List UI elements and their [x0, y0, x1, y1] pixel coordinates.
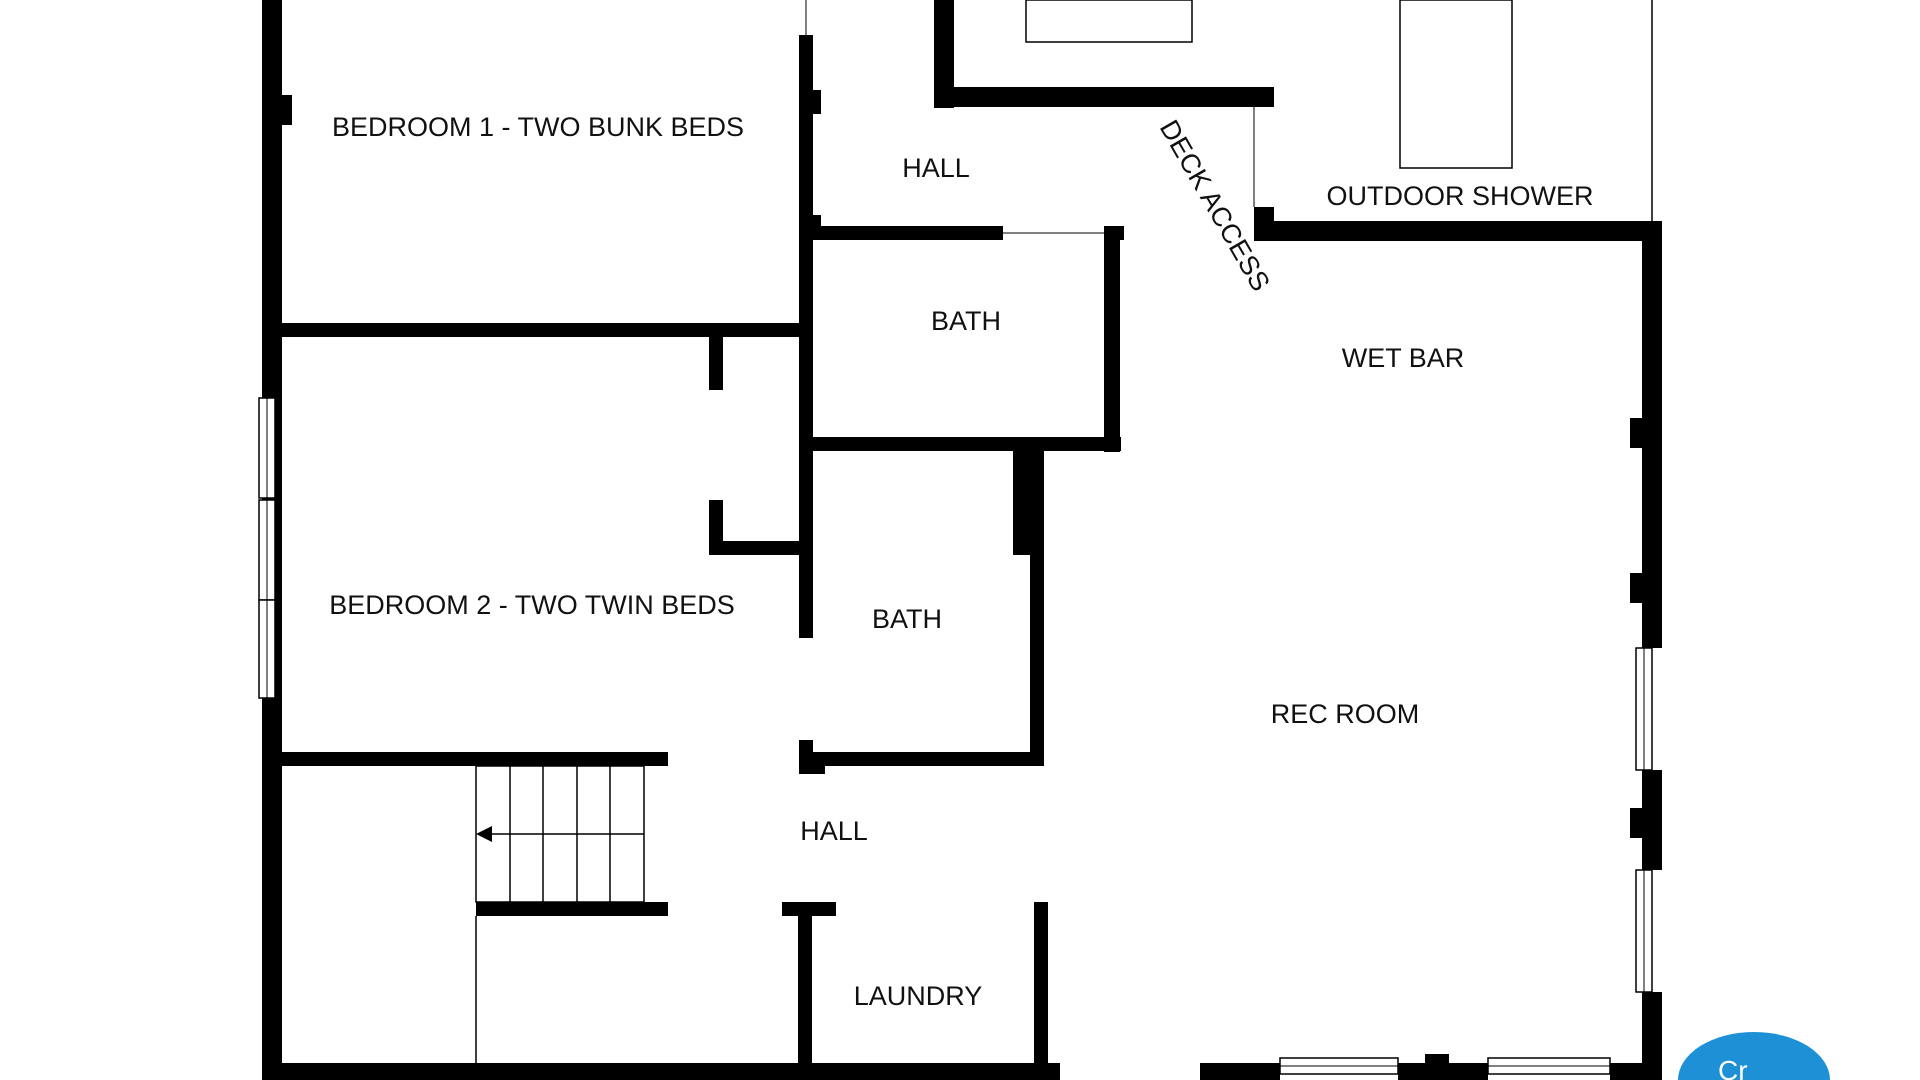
wall-closet-base — [709, 541, 809, 555]
wall-lower-bath-bottom — [810, 752, 1044, 766]
brand-badge-circle[interactable] — [1678, 1032, 1830, 1080]
brand-badge-text: Cr — [1718, 1055, 1748, 1080]
wall-laundry-right — [1034, 902, 1048, 1080]
label-wet-bar: WET BAR — [1342, 343, 1465, 373]
wall-laundry-left — [798, 902, 812, 1080]
wall-bottom-exterior-right — [1398, 1063, 1488, 1080]
room-labels: BEDROOM 1 - TWO BUNK BEDS HALL DECK ACCE… — [329, 112, 1593, 1011]
label-hall-lower: HALL — [800, 816, 868, 846]
wall-right-jamb-1 — [1630, 418, 1646, 448]
wall-lower-bath-right — [1030, 450, 1044, 766]
wall-central-top — [799, 35, 813, 638]
wall-left-jamb — [276, 95, 292, 125]
label-bath-upper: BATH — [931, 306, 1001, 336]
stair-arrow-head — [476, 826, 492, 842]
wall-upper-horizontal — [934, 87, 1274, 107]
wall-upper-vertical — [934, 0, 954, 108]
label-bedroom-1: BEDROOM 1 - TWO BUNK BEDS — [332, 112, 744, 142]
label-bath-lower: BATH — [872, 604, 942, 634]
label-hall-upper: HALL — [902, 153, 970, 183]
label-bedroom-2: BEDROOM 2 - TWO TWIN BEDS — [329, 590, 735, 620]
wall-bedroom2-bottom — [280, 752, 668, 766]
wall-bottom-exterior-left — [262, 1063, 1060, 1080]
wall-right-exterior-mid — [1642, 770, 1662, 870]
stairs — [475, 765, 645, 903]
wall-laundry-right-cap — [1034, 902, 1044, 912]
wall-right-exterior-low — [1642, 992, 1662, 1080]
wall-right-jamb-2 — [1630, 573, 1646, 603]
brand-badge[interactable]: Cr — [1678, 1032, 1830, 1080]
fixtures — [1025, 0, 1513, 169]
wall-stairs-bottom — [476, 902, 668, 916]
shower-fixture — [1399, 0, 1513, 169]
counter-fixture — [1025, 0, 1193, 43]
wall-shower-bottom — [1254, 221, 1662, 241]
thin-lines — [475, 0, 1653, 1064]
wall-bath-bottom — [799, 437, 1121, 451]
windows — [258, 397, 1653, 1075]
wall-central-bottom — [799, 740, 813, 768]
walls — [262, 0, 1662, 1080]
wall-closet-top — [709, 335, 723, 390]
wall-right-jamb-3 — [1630, 808, 1646, 838]
wall-bedroom-divider — [280, 323, 803, 337]
label-laundry: LAUNDRY — [854, 981, 983, 1011]
wall-central-jamb-top — [809, 90, 821, 114]
wall-right-exterior-top — [1642, 224, 1662, 648]
wall-hall-bath-left — [799, 226, 1003, 240]
wall-bath-right — [1104, 226, 1120, 452]
wall-shower-jamb — [1254, 207, 1274, 241]
label-deck-access: DECK ACCESS — [1154, 115, 1276, 296]
wall-bottom-post — [1425, 1054, 1449, 1066]
wall-upper-horizontal-end — [1254, 87, 1274, 107]
wall-bottom-exterior-mid — [1200, 1063, 1280, 1080]
label-outdoor-shower: OUTDOOR SHOWER — [1327, 181, 1594, 211]
label-rec-room: REC ROOM — [1271, 699, 1420, 729]
